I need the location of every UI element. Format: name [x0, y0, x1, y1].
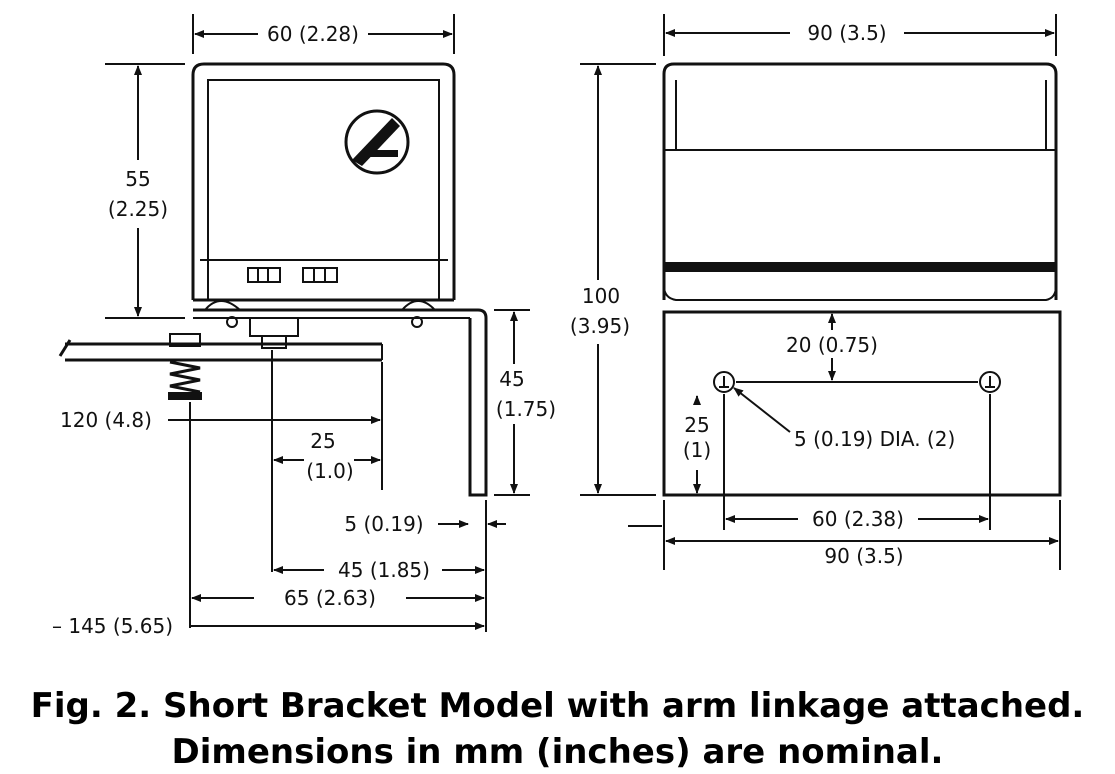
dim-height-inches-label: (2.25): [108, 197, 168, 221]
dim-front-height-inches-label: (3.95): [570, 314, 630, 338]
dim-front-top-width-label: 90 (3.5): [807, 21, 886, 45]
arm-linkage: [58, 317, 383, 400]
dim-bracket-reach-label: 45 (1.85): [338, 558, 430, 582]
front-view: 90 (3.5) 100 (3.95) 20 (0.75) 25 (1) 5 (…: [570, 14, 1062, 570]
front-housing: [662, 62, 1058, 301]
dim-hole-height-inches-label: (1): [683, 438, 711, 462]
dim-hole-diameter-label: 5 (0.19) DIA. (2): [794, 427, 955, 451]
terminal-block-icon: [247, 267, 281, 283]
figure-caption-line-1: Fig. 2. Short Bracket Model with arm lin…: [30, 686, 1085, 726]
terminal-block-icon: [302, 267, 338, 283]
dim-arm-length-label: 120 (4.8): [60, 408, 152, 432]
figure-caption-line-2: Dimensions in mm (inches) are nominal.: [171, 732, 944, 772]
dim-arm-offset-label: 25: [310, 429, 335, 453]
brand-logo: [344, 109, 410, 175]
dim-hole-height-label: 25: [684, 413, 709, 437]
dim-bracket-thickness-label: 5 (0.19): [344, 512, 423, 536]
front-bracket-plate: [662, 310, 1062, 497]
dim-bracket-height-label: 45: [499, 367, 524, 391]
dimension-drawing: 60 (2.28) 55 (2.25) 120 (4.8) 25 (1.0) 4…: [52, 14, 1062, 638]
side-view: 60 (2.28) 55 (2.25) 120 (4.8) 25 (1.0) 4…: [52, 14, 556, 638]
dim-overall-length-label: – 145 (5.65): [52, 614, 173, 638]
dim-hole-spacing-label: 60 (2.38): [812, 507, 904, 531]
dim-front-height-label: 100: [582, 284, 620, 308]
dim-height-label: 55: [125, 167, 150, 191]
dim-arm-offset-inches-label: (1.0): [306, 459, 353, 483]
dim-front-bottom-width-label: 90 (3.5): [824, 544, 903, 568]
mounting-hole-icon: [979, 371, 1001, 393]
dim-bracket-span-label: 65 (2.63): [284, 586, 376, 610]
actuator-housing: [191, 62, 456, 311]
dim-bracket-height-inches-label: (1.75): [496, 397, 556, 421]
dim-hole-offset-label: 20 (0.75): [786, 333, 878, 357]
short-bracket: [193, 308, 488, 497]
dim-top-width-label: 60 (2.28): [267, 22, 359, 46]
mounting-hole-icon: [713, 371, 735, 393]
